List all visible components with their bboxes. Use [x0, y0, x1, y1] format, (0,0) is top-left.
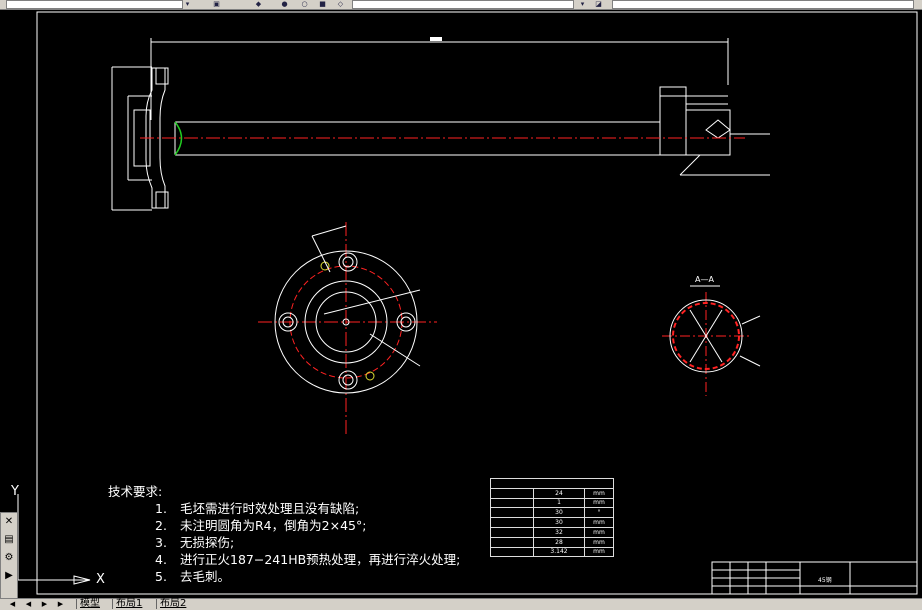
side-toolbar: ✕ ▤ ⚙ ▶	[0, 512, 18, 602]
tab-prev-icon[interactable]: ◀	[25, 600, 32, 608]
settings-icon[interactable]: ⚙	[4, 552, 14, 563]
tab-layout-1[interactable]: 布局1	[112, 599, 145, 609]
color-icon[interactable]: ◪	[595, 0, 602, 8]
tab-last-icon[interactable]: ▶	[57, 600, 64, 608]
ucs-y-label: Y	[11, 484, 19, 499]
panel-expand-icon[interactable]: ▶	[5, 570, 13, 581]
layer-dropdown[interactable]	[6, 0, 183, 9]
section-a-a-view: A—A	[662, 275, 761, 396]
layer-properties-icon[interactable]: ▣	[213, 0, 220, 8]
linetype-dropdown-arrow-icon[interactable]: ▾	[580, 0, 585, 8]
layer-dropdown-arrow-icon[interactable]: ▾	[185, 0, 190, 8]
lineweight-dropdown[interactable]	[612, 0, 914, 9]
tab-layout-2[interactable]: 布局2	[156, 599, 189, 609]
tech-req-item: 4.进行正火187−241HB预热处理，再进行淬火处理;	[155, 552, 461, 567]
table-row: 30°	[490, 507, 614, 519]
style-icon-5[interactable]: ◇	[337, 0, 344, 8]
style-icon-4[interactable]: ■	[319, 0, 326, 8]
tab-next-icon[interactable]: ▶	[41, 600, 48, 608]
section-label: A—A	[695, 275, 714, 284]
tech-req-item: 5.去毛刺。	[155, 569, 231, 584]
close-icon[interactable]: ✕	[4, 516, 14, 527]
tab-first-icon[interactable]: ◀	[9, 600, 16, 608]
ucs-x-label: X	[96, 572, 105, 587]
tech-req-title: 技术要求:	[108, 484, 163, 499]
style-icon-2[interactable]: ●	[281, 0, 288, 8]
flange-front-view	[258, 222, 437, 435]
shaft-elevation-view	[111, 37, 770, 211]
style-icon-3[interactable]: ○	[301, 0, 308, 8]
layout-tabs-bar: ◀ ◀ ▶ ▶ 模型 布局1 布局2	[0, 598, 922, 610]
cad-drawing: A—A	[36, 11, 918, 595]
top-toolbar: ▾ ▣ ◆ ● ○ ■ ◇ ▾ ◪	[0, 0, 922, 10]
drawing-viewport[interactable]: A—A Y	[0, 10, 922, 598]
linetype-dropdown[interactable]	[352, 0, 574, 9]
tech-req-item: 2.未注明圆角为R4，倒角为2×45°;	[155, 518, 367, 533]
properties-icon[interactable]: ▤	[4, 534, 14, 545]
tech-req-item: 3.无损探伤;	[155, 535, 235, 550]
style-icon-1[interactable]: ◆	[255, 0, 262, 8]
title-block-frame	[711, 561, 918, 595]
title-block-material: 45钢	[818, 577, 832, 584]
technical-requirements: 技术要求: 1.毛坯需进行时效处理且没有缺陷; 2.未注明圆角为R4，倒角为2×…	[108, 483, 460, 585]
tech-req-item: 1.毛坯需进行时效处理且没有缺陷;	[155, 501, 360, 516]
tab-model[interactable]: 模型	[76, 599, 103, 609]
drawing-frame	[36, 11, 918, 595]
